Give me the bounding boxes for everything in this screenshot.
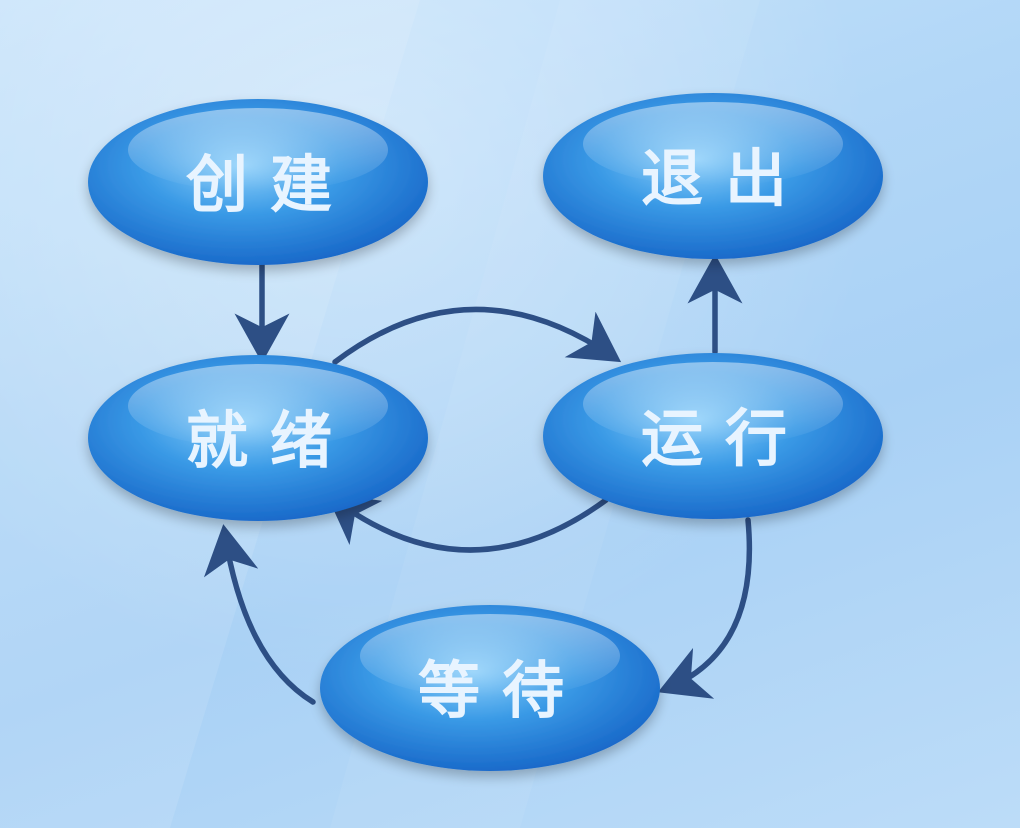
- node-running: 运行: [543, 353, 883, 519]
- edge-running-to-waiting: [657, 517, 753, 699]
- edge-running-to-ready: [326, 493, 609, 553]
- node-create: 创建: [88, 99, 428, 265]
- node-waiting-label: 等待: [418, 654, 586, 727]
- node-running-label: 运行: [641, 402, 809, 475]
- node-exit-label: 退出: [641, 142, 809, 215]
- node-ready: 就绪: [88, 355, 428, 521]
- node-exit: 退出: [543, 93, 883, 259]
- node-ready-label: 就绪: [186, 404, 354, 477]
- edge-ready-to-running: [332, 306, 622, 365]
- edges: [203, 254, 753, 705]
- node-create-label: 创建: [186, 148, 354, 221]
- node-waiting: 等待: [320, 605, 660, 771]
- edge-waiting-to-ready: [203, 524, 316, 705]
